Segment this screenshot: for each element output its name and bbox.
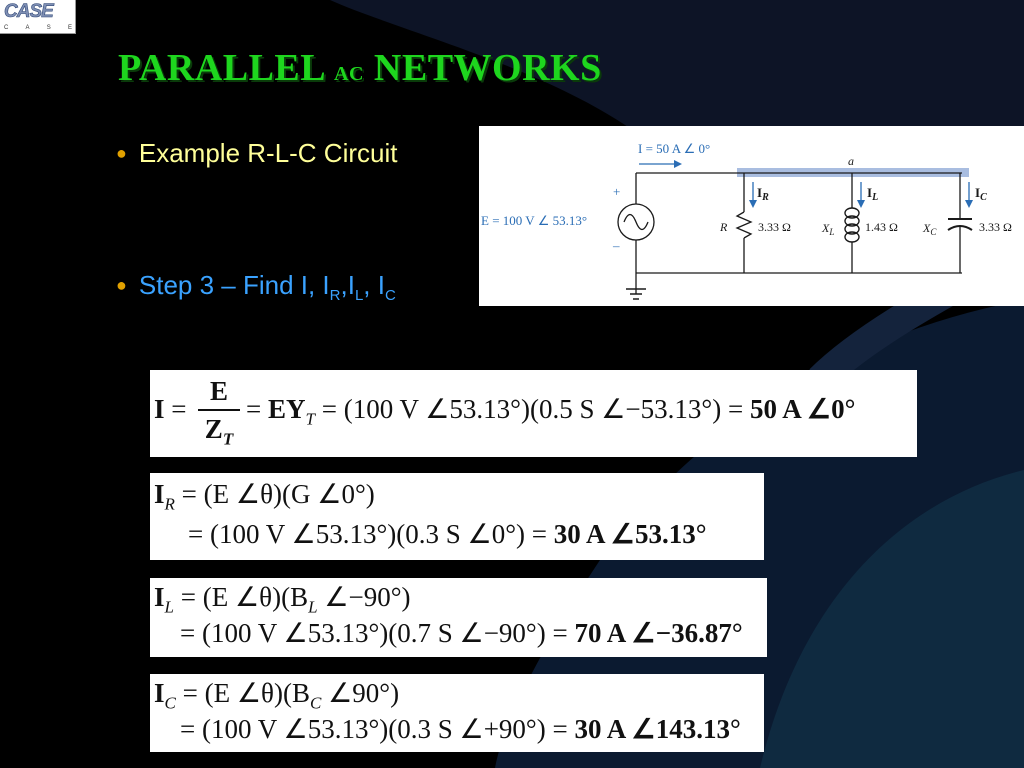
il-arrow-icon bbox=[857, 182, 865, 208]
ic-arrow-icon bbox=[965, 182, 973, 208]
current-arrow-icon bbox=[639, 160, 682, 168]
result-ir: 30 A ∠53.13° bbox=[553, 519, 707, 549]
result-ic: 30 A ∠143.13° bbox=[574, 714, 741, 744]
ground-icon bbox=[626, 288, 646, 300]
bullet-dot-icon: ● bbox=[116, 143, 127, 163]
slide-title: PARALLEL ac NETWORKS bbox=[118, 47, 602, 89]
fraction: E ZT bbox=[198, 376, 240, 449]
equation-total-current: I = E ZT = EYT = (100 V ∠53.13°)(0.5 S ∠… bbox=[150, 370, 917, 457]
r-value: 3.33 Ω bbox=[758, 220, 791, 234]
equation-ir: IR = (E ∠θ)(G ∠0°) = (100 V ∠53.13°)(0.3… bbox=[150, 473, 764, 560]
bullet-dot-icon: ● bbox=[116, 275, 127, 295]
svg-text:+: + bbox=[613, 184, 620, 199]
bullet-text: Step 3 – Find I, IR,IL, IC bbox=[138, 270, 396, 305]
ic-label: IC bbox=[975, 185, 987, 203]
il-label: IL bbox=[867, 185, 878, 203]
source-label: E = 100 V ∠ 53.13° bbox=[481, 213, 587, 228]
ir-arrow-icon bbox=[749, 182, 757, 208]
equation-il: IL = (E ∠θ)(BL ∠−90°) = (100 V ∠53.13°)(… bbox=[150, 578, 767, 657]
inductor-icon bbox=[844, 207, 860, 243]
logo-text: CASE bbox=[4, 1, 54, 23]
xc-value: 3.33 Ω bbox=[979, 220, 1012, 234]
svg-text:–: – bbox=[612, 238, 620, 253]
xl-value: 1.43 Ω bbox=[865, 220, 898, 234]
bullet-step3: ● Step 3 – Find I, IR,IL, IC bbox=[116, 270, 396, 304]
result-il: 70 A ∠−36.87° bbox=[574, 618, 743, 648]
resistor-icon bbox=[735, 211, 753, 239]
case-logo: CASE C A S E bbox=[0, 0, 76, 34]
bullet-text: Example R-L-C Circuit bbox=[138, 138, 398, 168]
circuit-diagram: + – E = 100 V ∠ 53.13° I = 50 A ∠ 0° a I… bbox=[479, 126, 1024, 306]
xc-name: XC bbox=[922, 221, 937, 237]
r-name: R bbox=[719, 220, 728, 234]
bullet-example: ● Example R-L-C Circuit bbox=[116, 138, 397, 169]
total-current-label: I = 50 A ∠ 0° bbox=[638, 141, 710, 156]
xl-name: XL bbox=[821, 221, 834, 237]
logo-subtext: C A S E bbox=[4, 25, 72, 31]
result-i: 50 A ∠0° bbox=[749, 394, 856, 424]
node-a-label: a bbox=[848, 154, 854, 168]
ir-label: IR bbox=[757, 185, 769, 203]
equation-ic: IC = (E ∠θ)(BC ∠90°) = (100 V ∠53.13°)(0… bbox=[150, 674, 764, 752]
ac-source-icon bbox=[617, 203, 655, 241]
